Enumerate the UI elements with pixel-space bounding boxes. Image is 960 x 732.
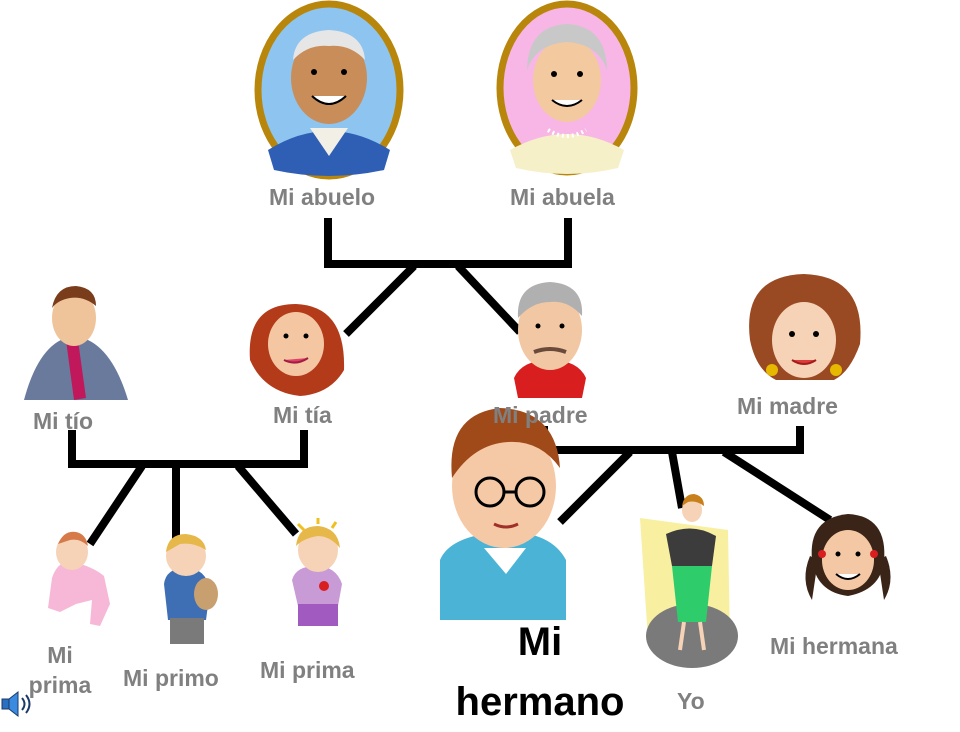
hermano-picture [440,408,566,620]
prima-picture [292,518,342,626]
line-to-yo [668,451,686,509]
label-hermana: Mi hermana [770,633,898,659]
hermana-picture [805,514,891,600]
padre-picture [514,282,586,398]
label-abuelo: Mi abuelo [269,184,376,210]
label-primo: Mi primo [123,665,219,691]
speaker-icon[interactable] [0,688,34,720]
baby-prima-picture [48,531,110,626]
parents-bracket [540,426,804,454]
grandparents-bracket [324,218,572,268]
label-tia: Mi tía [273,402,332,428]
line-to-tia [343,263,417,337]
label-padre: Mi padre [493,402,588,428]
tio-picture [24,286,128,400]
abuelo-portrait [254,0,404,180]
madre-picture [749,274,861,380]
connector-lines [68,218,833,547]
label-hermano: Mi hermano [455,620,625,724]
tia-picture [249,304,345,396]
line-to-hermana [721,448,833,524]
label-tio: Mi tío [33,408,94,434]
line-to-hermano [557,449,633,525]
yo-picture [640,494,738,668]
tio-tia-bracket [68,430,308,468]
line-to-padre [455,263,523,335]
label-yo: Yo [677,688,705,714]
label-baby-prima: Mi prima [28,642,92,698]
line-to-baby-prima [86,463,146,547]
line-to-prima [234,463,300,537]
primo-picture [164,534,218,644]
label-prima: Mi prima [260,657,355,683]
abuela-portrait [496,0,638,176]
label-abuela: Mi abuela [510,184,615,210]
label-madre: Mi madre [737,393,838,419]
